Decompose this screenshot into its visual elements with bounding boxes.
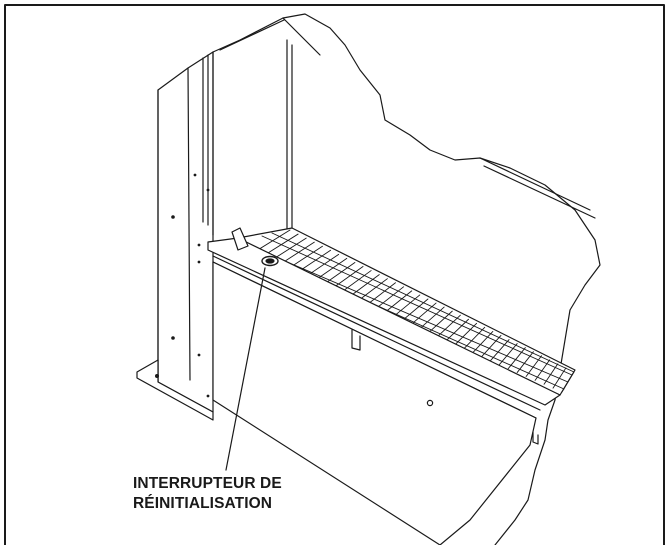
grille-crossbar	[435, 314, 461, 339]
grille-crossbar	[489, 339, 510, 362]
left-panel-edge	[187, 67, 191, 381]
grille-crossbar	[507, 347, 526, 370]
reset-switch-inner	[265, 258, 275, 264]
front-rail	[207, 237, 561, 406]
figure-border	[4, 4, 665, 545]
right-end-tab	[532, 431, 539, 445]
grille-crossbar	[409, 302, 437, 327]
front-rail-lower-edge	[212, 255, 541, 411]
grille-crossbar	[444, 318, 469, 342]
grille-crossbar	[453, 322, 478, 346]
reset-switch-callout: INTERRUPTEUR DE RÉINITIALISATION	[133, 474, 282, 514]
grille-crossbar	[418, 306, 445, 331]
grille-crossbar	[462, 326, 486, 350]
center-tab	[351, 329, 361, 351]
grille-crossbar	[543, 363, 559, 385]
panel-screw	[426, 399, 434, 407]
grille-crossbar	[400, 298, 429, 323]
grille-crossbar	[516, 351, 534, 374]
interior-rail-right	[479, 157, 591, 211]
interior-rail-right-2	[483, 165, 596, 219]
callout-leader-line	[225, 267, 266, 471]
grille-crossbar	[471, 330, 494, 354]
grille-crossbar	[498, 343, 518, 366]
left-side-panel	[157, 51, 214, 413]
grille-crossbar	[525, 355, 542, 377]
top-edge-cut-2	[219, 19, 285, 51]
grille-crossbar	[426, 310, 453, 335]
callout-line-1: INTERRUPTEUR DE	[133, 475, 282, 492]
grille-crossbar	[561, 371, 575, 393]
grille-crossbar	[391, 294, 421, 319]
lower-door-panel	[212, 261, 537, 545]
fastener-dots	[155, 173, 210, 398]
cutaway-tear-edge	[282, 13, 601, 545]
rail-bracket	[231, 227, 249, 251]
grille-crossbar	[534, 359, 551, 381]
top-edge-cut	[212, 17, 321, 56]
grille-crossbar	[480, 335, 502, 358]
callout-line-2: RÉINITIALISATION	[133, 495, 273, 512]
grille-crossbar	[552, 367, 567, 389]
